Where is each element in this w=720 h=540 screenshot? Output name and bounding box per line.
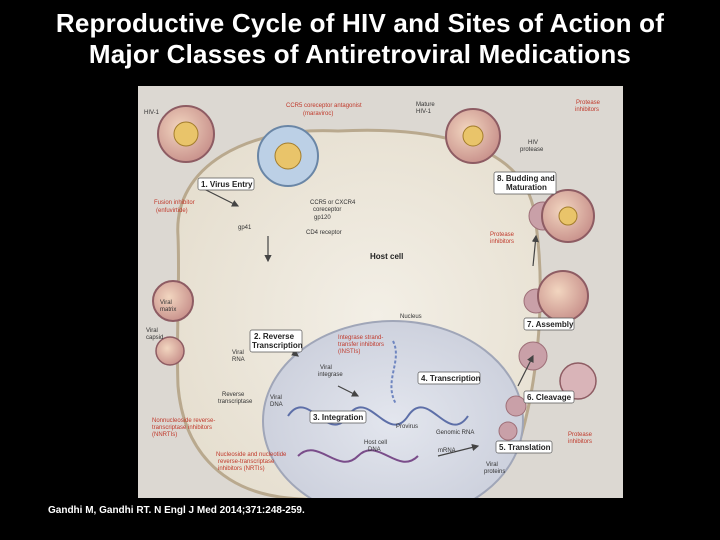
label-instis: Integrase strand- [338, 335, 383, 341]
step-2-reverse-transcription: 2. Reverse Transcription [249, 329, 303, 353]
label-instis-b: transfer inhibitors [338, 342, 384, 348]
svg-text:2. Reverse: 2. Reverse [254, 332, 295, 341]
svg-text:5. Translation: 5. Translation [499, 443, 551, 452]
label-nnrtis-c: (NNRTIs) [152, 432, 177, 438]
svg-text:1. Virus Entry: 1. Virus Entry [201, 180, 253, 189]
virion-right-top [541, 189, 595, 243]
label-viral-rna-b: RNA [232, 357, 245, 363]
svg-text:8. Budding and: 8. Budding and [497, 174, 555, 183]
step-3-integration: 3. Integration [309, 410, 367, 424]
label-viral-dna: Viral [270, 395, 282, 401]
label-provirus: Provirus [396, 424, 418, 430]
label-protease-low: Protease [568, 432, 593, 438]
label-enfuvirtide: (enfuvirtide) [156, 208, 188, 214]
label-reverse-transcriptase: Reverse [222, 392, 245, 398]
slide-title: Reproductive Cycle of HIV and Sites of A… [0, 8, 720, 70]
label-viral-rna: Viral [232, 350, 244, 356]
title-line-1: Reproductive Cycle of HIV and Sites of A… [55, 8, 665, 38]
svg-text:7. Assembly: 7. Assembly [527, 320, 574, 329]
label-nrtis-b: reverse-transcriptase [218, 459, 275, 465]
step-7-assembly: 7. Assembly [523, 317, 575, 331]
label-mrna: mRNA [438, 448, 456, 454]
label-viral-proteins: Viral [486, 462, 498, 468]
svg-text:Transcription: Transcription [252, 341, 303, 350]
label-viral-matrix-b: matrix [160, 307, 176, 313]
virion-left-1 [152, 280, 194, 322]
label-ccr5-cxcr4: CCR5 or CXCR4 [310, 200, 356, 206]
label-cd4: CD4 receptor [306, 230, 342, 236]
step-1-virus-entry: 1. Virus Entry [197, 177, 255, 191]
label-viral-capsid-b: capsid [146, 335, 163, 341]
virion-hiv1 [157, 105, 215, 163]
label-hiv-protease-b: protease [520, 147, 544, 153]
title-line-2: Major Classes of Antiretroviral Medicati… [88, 39, 632, 69]
label-protease-low-b: inhibitors [568, 439, 592, 445]
label-host-dna-b: DNA [368, 447, 381, 453]
label-coreceptor: coreceptor [313, 207, 341, 213]
label-host-cell: Host cell [370, 252, 403, 261]
label-viral-dna-b: DNA [270, 402, 283, 408]
svg-text:4. Transcription: 4. Transcription [421, 374, 481, 383]
label-viral-integrase-b: integrase [318, 372, 343, 378]
svg-text:6. Cleavage: 6. Cleavage [527, 393, 572, 402]
label-gp41: gp41 [238, 225, 252, 231]
label-nrtis: Nucleoside and nucleotide [216, 452, 287, 458]
label-protease-mid-b: inhibitors [490, 239, 514, 245]
label-viral-capsid: Viral [146, 328, 158, 334]
label-mature-b: HIV-1 [416, 109, 432, 115]
label-nrtis-c: inhibitors (NRTIs) [218, 466, 265, 472]
label-nucleus: Nucleus [400, 314, 422, 320]
label-fusion-inhibitor: Fusion inhibitor [154, 200, 195, 206]
virion-fusing [257, 125, 319, 187]
step-4-transcription: 4. Transcription [417, 371, 481, 385]
hiv-lifecycle-diagram: 1. Virus Entry 2. Reverse Transcription … [144, 100, 601, 498]
label-gp120: gp120 [314, 215, 331, 221]
svg-text:Maturation: Maturation [506, 183, 547, 192]
label-mature: Mature [416, 102, 435, 108]
label-protease-top-b: inhibitors [575, 107, 599, 113]
virion-mature [445, 108, 501, 164]
label-viral-integrase: Viral [320, 365, 332, 371]
label-protease-mid: Protease [490, 232, 515, 238]
step-5-translation: 5. Translation [495, 440, 553, 454]
label-hiv-protease: HIV [528, 140, 538, 146]
svg-text:3. Integration: 3. Integration [313, 413, 363, 422]
virion-right-mid [537, 270, 589, 322]
label-protease-top: Protease [576, 100, 601, 106]
label-ccr5-antagonist: CCR5 coreceptor antagonist [286, 103, 362, 109]
label-viral-proteins-b: proteins [484, 469, 505, 475]
virion-right-budding [559, 362, 597, 400]
virion-left-2 [155, 336, 185, 366]
label-viral-matrix: Viral [160, 300, 172, 306]
label-instis-c: (INSTIs) [338, 349, 360, 355]
label-reverse-transcriptase-b: transcriptase [218, 399, 253, 405]
label-genomic-rna: Genomic RNA [436, 430, 474, 436]
step-6-cleavage: 6. Cleavage [523, 390, 575, 404]
provirus-strand [297, 449, 419, 463]
label-host-dna: Host cell [364, 440, 387, 446]
label-nnrtis-b: transcriptase inhibitors [152, 425, 212, 431]
integrase-strand [390, 340, 397, 405]
step-8-budding-maturation: 8. Budding and Maturation [493, 171, 557, 195]
label-hiv1: HIV-1 [144, 110, 160, 116]
label-nnrtis: Nonnucleoside reverse- [152, 418, 215, 424]
hiv-lifecycle-figure: 1. Virus Entry 2. Reverse Transcription … [138, 86, 623, 498]
diagram-labels: HIV-1 CCR5 coreceptor antagonist (maravi… [144, 100, 601, 475]
label-maraviroc: (maraviroc) [303, 111, 333, 117]
citation: Gandhi M, Gandhi RT. N Engl J Med 2014;3… [48, 505, 305, 516]
nucleus-shape [262, 320, 524, 498]
